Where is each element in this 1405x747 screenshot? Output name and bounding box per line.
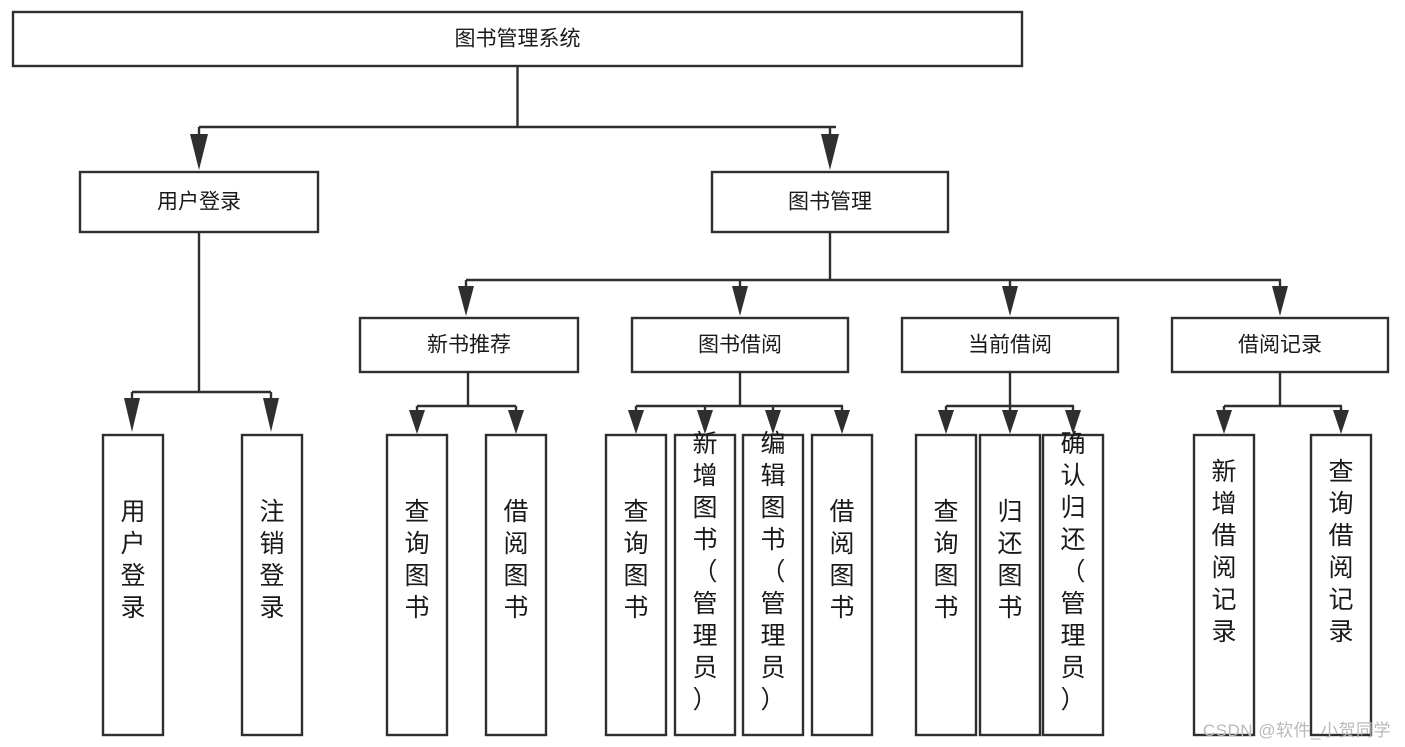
- node-leaf-add-record-box[interactable]: [1192, 433, 1256, 737]
- connector-group-book-borrow: [628, 372, 850, 434]
- node-leaf-borrow-book-1-label: 借阅图书: [503, 498, 528, 622]
- connector-group-book-manage: [458, 232, 1288, 316]
- arrow-head-leaf-query-book-1: [409, 410, 425, 434]
- node-root-box[interactable]: [11, 10, 1024, 68]
- node-leaf-user-logout-box[interactable]: [240, 433, 304, 737]
- node-borrow-record-label: 借阅记录: [1238, 334, 1322, 357]
- arrow-head-leaf-return-book: [1002, 410, 1018, 434]
- node-book-borrow-label: 图书借阅: [698, 334, 782, 357]
- node-leaf-query-record[interactable]: 查询借阅记录: [1309, 433, 1373, 737]
- node-new-book-recommend-box[interactable]: [358, 316, 580, 374]
- node-book-manage-label: 图书管理: [788, 191, 872, 214]
- node-current-borrow-box[interactable]: [900, 316, 1120, 374]
- connector-group-new-book-recommend: [409, 372, 524, 434]
- node-leaf-edit-book-label: 编辑图书（管理员）: [760, 430, 785, 714]
- node-leaf-add-book-box[interactable]: [673, 433, 737, 737]
- node-root[interactable]: 图书管理系统: [11, 10, 1024, 68]
- arrow-head-book-manage: [821, 134, 839, 170]
- node-book-manage-box[interactable]: [710, 170, 950, 234]
- node-leaf-add-record-label: 新增借阅记录: [1211, 458, 1236, 646]
- node-leaf-query-book-1-box[interactable]: [385, 433, 449, 737]
- node-leaf-query-book-3-box[interactable]: [914, 433, 978, 737]
- arrow-head-new-book-recommend: [458, 286, 474, 316]
- node-leaf-edit-book[interactable]: 编辑图书（管理员）: [741, 430, 805, 737]
- node-leaf-query-book-3-label: 查询图书: [933, 498, 958, 622]
- node-leaf-add-book-label: 新增图书（管理员）: [692, 430, 717, 714]
- arrow-head-leaf-user-logout: [263, 398, 279, 432]
- node-leaf-query-book-1[interactable]: 查询图书: [385, 433, 449, 737]
- arrow-head-leaf-query-book-2: [628, 410, 644, 434]
- node-book-borrow[interactable]: 图书借阅: [630, 316, 850, 374]
- node-leaf-user-logout[interactable]: 注销登录: [240, 433, 304, 737]
- node-leaf-edit-book-box[interactable]: [741, 433, 805, 737]
- node-user-login-label: 用户登录: [157, 191, 241, 214]
- arrow-head-book-borrow: [732, 286, 748, 316]
- node-leaf-query-book-2-box[interactable]: [604, 433, 668, 737]
- node-leaf-add-book[interactable]: 新增图书（管理员）: [673, 430, 737, 737]
- node-leaf-query-book-1-label: 查询图书: [404, 498, 429, 622]
- arrow-head-leaf-borrow-book-1: [508, 410, 524, 434]
- arrow-head-leaf-query-record: [1333, 410, 1349, 434]
- node-leaf-query-book-2-label: 查询图书: [623, 498, 648, 622]
- arrow-head-leaf-confirm-return: [1065, 410, 1081, 434]
- node-leaf-return-book[interactable]: 归还图书: [978, 433, 1042, 737]
- node-leaf-query-record-label: 查询借阅记录: [1328, 458, 1353, 646]
- node-leaf-user-login-label: 用户登录: [120, 498, 145, 622]
- node-root-label: 图书管理系统: [455, 28, 581, 51]
- node-leaf-user-login-box[interactable]: [101, 433, 165, 737]
- node-leaf-query-book-3[interactable]: 查询图书: [914, 433, 978, 737]
- arrow-head-borrow-record: [1272, 286, 1288, 316]
- node-leaf-add-record[interactable]: 新增借阅记录: [1192, 433, 1256, 737]
- node-borrow-record[interactable]: 借阅记录: [1170, 316, 1390, 374]
- arrow-head-current-borrow: [1002, 286, 1018, 316]
- node-leaf-query-book-2[interactable]: 查询图书: [604, 433, 668, 737]
- arrow-head-leaf-user-login: [124, 398, 140, 432]
- node-new-book-recommend[interactable]: 新书推荐: [358, 316, 580, 374]
- node-leaf-query-record-box[interactable]: [1309, 433, 1373, 737]
- node-user-login-box[interactable]: [78, 170, 320, 234]
- node-leaf-return-book-label: 归还图书: [997, 498, 1022, 622]
- node-leaf-borrow-book-1-box[interactable]: [484, 433, 548, 737]
- arrow-head-user-login: [190, 134, 208, 170]
- node-leaf-confirm-return-box[interactable]: [1041, 433, 1105, 737]
- connector-group-root: [190, 66, 839, 170]
- arrow-head-leaf-edit-book: [765, 410, 781, 434]
- node-current-borrow[interactable]: 当前借阅: [900, 316, 1120, 374]
- arrow-head-leaf-query-book-3: [938, 410, 954, 434]
- node-current-borrow-label: 当前借阅: [968, 334, 1052, 357]
- node-leaf-confirm-return-label: 确认归还（管理员）: [1060, 430, 1085, 714]
- arrow-head-leaf-add-book: [697, 410, 713, 434]
- connector-group-user-login: [124, 232, 279, 432]
- node-leaf-user-login[interactable]: 用户登录: [101, 433, 165, 737]
- node-leaf-borrow-book-2-box[interactable]: [810, 433, 874, 737]
- connector-group-current-borrow: [938, 372, 1081, 434]
- node-leaf-borrow-book-1[interactable]: 借阅图书: [484, 433, 548, 737]
- node-leaf-borrow-book-2[interactable]: 借阅图书: [810, 433, 874, 737]
- node-new-book-recommend-label: 新书推荐: [427, 334, 511, 357]
- arrow-head-leaf-add-record: [1216, 410, 1232, 434]
- node-leaf-user-logout-label: 注销登录: [259, 498, 284, 622]
- node-user-login[interactable]: 用户登录: [78, 170, 320, 234]
- node-leaf-borrow-book-2-label: 借阅图书: [829, 498, 854, 622]
- node-leaf-confirm-return[interactable]: 确认归还（管理员）: [1041, 430, 1105, 737]
- arrow-head-leaf-borrow-book-2: [834, 410, 850, 434]
- connector-group-borrow-record: [1216, 372, 1349, 434]
- node-borrow-record-box[interactable]: [1170, 316, 1390, 374]
- node-book-borrow-box[interactable]: [630, 316, 850, 374]
- node-leaf-return-book-box[interactable]: [978, 433, 1042, 737]
- node-book-manage[interactable]: 图书管理: [710, 170, 950, 234]
